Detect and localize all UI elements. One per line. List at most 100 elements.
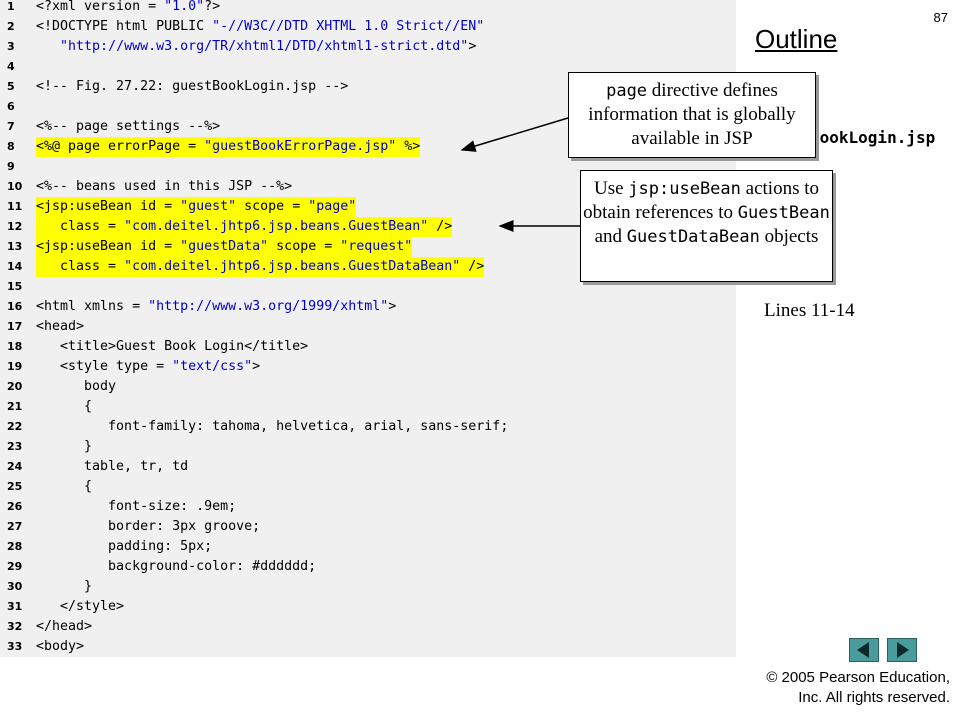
- code-text: <?xml version = "1.0"?>: [36, 0, 220, 17]
- line-number: 18: [7, 340, 23, 353]
- code-token: "guest": [180, 199, 237, 214]
- code-text: background-color: #dddddd;: [36, 557, 316, 577]
- code-text: <jsp:useBean id = "guestData" scope = "r…: [36, 237, 413, 257]
- line-number: 11: [7, 200, 23, 213]
- code-token: <head>: [36, 319, 85, 334]
- code-line: 1<?xml version = "1.0"?>: [0, 0, 736, 17]
- line-number: 15: [7, 280, 23, 293]
- code-token: <?xml version =: [36, 0, 165, 14]
- callout-code-guestdatabean: GuestDataBean: [626, 227, 760, 247]
- line-number: 2: [7, 20, 15, 33]
- code-token: border: 3px groove;: [36, 519, 261, 534]
- code-token: />: [460, 259, 485, 274]
- code-line: 21 {: [0, 397, 736, 417]
- code-line: 2 <!DOCTYPE html PUBLIC "-//W3C//DTD XHTM…: [0, 17, 736, 37]
- callout-text: and: [594, 226, 627, 247]
- line-number: 6: [7, 100, 15, 113]
- code-text: class = "com.deitel.jhtp6.jsp.beans.Gues…: [36, 257, 485, 277]
- code-line: 22 font-family: tahoma, helvetica, arial…: [0, 417, 736, 437]
- code-line: 33<body>: [0, 637, 736, 657]
- triangle-left-icon: [857, 642, 869, 658]
- callout-text: actions to obtain references to: [583, 178, 819, 223]
- line-number: 31: [7, 600, 23, 613]
- code-line: 25 {: [0, 477, 736, 497]
- code-token: "guestBookErrorPage.jsp": [204, 139, 397, 154]
- code-token: <!-- Fig. 27.22: guestBookLogin.jsp -->: [36, 79, 349, 94]
- code-text: font-family: tahoma, helvetica, arial, s…: [36, 417, 508, 437]
- code-text: "http://www.w3.org/TR/xhtml1/DTD/xhtml1-…: [36, 37, 476, 57]
- line-number: 23: [7, 440, 23, 453]
- code-token: </head>: [36, 619, 93, 634]
- code-line: 10<%-- beans used in this JSP --%>: [0, 177, 736, 197]
- line-number: 28: [7, 540, 23, 553]
- code-line: 9: [0, 157, 736, 177]
- code-text: </style>: [36, 597, 124, 617]
- code-token: <!DOCTYPE html PUBLIC: [36, 19, 213, 34]
- code-text: </head>: [36, 617, 92, 637]
- code-text: <body>: [36, 637, 84, 657]
- code-token: scope =: [236, 199, 309, 214]
- code-token: >: [252, 359, 261, 374]
- line-number: 25: [7, 480, 23, 493]
- line-number: 12: [7, 220, 23, 233]
- code-line: 26 font-size: .9em;: [0, 497, 736, 517]
- line-number: 7: [7, 120, 15, 133]
- line-number: 24: [7, 460, 23, 473]
- code-token: font-family: tahoma, helvetica, arial, s…: [36, 419, 509, 434]
- code-line: 20 body: [0, 377, 736, 397]
- prev-slide-button[interactable]: [849, 638, 879, 662]
- code-text: <%-- beans used in this JSP --%>: [36, 177, 292, 197]
- code-text: <%-- page settings --%>: [36, 117, 220, 137]
- code-token: <style type =: [36, 359, 173, 374]
- line-number: 9: [7, 160, 15, 173]
- triangle-right-icon: [897, 642, 909, 658]
- next-slide-button[interactable]: [887, 638, 917, 662]
- callout-usebean: Use jsp:useBean actions to obtain refere…: [580, 170, 833, 282]
- code-token: <%-- beans used in this JSP --%>: [36, 179, 293, 194]
- outline-title[interactable]: Outline: [755, 24, 838, 54]
- line-number: 21: [7, 400, 23, 413]
- code-line: 12 class = "com.deitel.jhtp6.jsp.beans.G…: [0, 217, 736, 237]
- filename-label: BookLogin.jsp: [810, 128, 936, 147]
- code-line: 17<head>: [0, 317, 736, 337]
- code-text: <%@ page errorPage = "guestBookErrorPage…: [36, 137, 421, 157]
- code-token: "-//W3C//DTD XHTML 1.0 Strict//EN": [212, 19, 485, 34]
- code-line: 5 <!-- Fig. 27.22: guestBookLogin.jsp -->: [0, 77, 736, 97]
- code-token: >: [468, 39, 477, 54]
- code-line: 3 "http://www.w3.org/TR/xhtml1/DTD/xhtml…: [0, 37, 736, 57]
- code-line: 32</head>: [0, 617, 736, 637]
- copyright-line-1: © 2005 Pearson Education,: [766, 669, 950, 686]
- code-line: 19 <style type = "text/css">: [0, 357, 736, 377]
- code-token: class =: [36, 259, 125, 274]
- code-token: "text/css": [172, 359, 253, 374]
- code-token: font-size: .9em;: [36, 499, 237, 514]
- line-number: 5: [7, 80, 15, 93]
- code-line: 18 <title>Guest Book Login</title>: [0, 337, 736, 357]
- code-text: {: [36, 477, 92, 497]
- code-line: 30 }: [0, 577, 736, 597]
- slide-number: 87: [933, 10, 948, 25]
- code-text: <!-- Fig. 27.22: guestBookLogin.jsp -->: [36, 77, 348, 97]
- line-number: 8: [7, 140, 15, 153]
- code-line: 4: [0, 57, 736, 77]
- copyright-notice: © 2005 Pearson Education, Inc. All right…: [766, 668, 950, 708]
- code-text: font-size: .9em;: [36, 497, 236, 517]
- code-token: <title>Guest Book Login</title>: [36, 339, 309, 354]
- line-number: 13: [7, 240, 23, 253]
- code-token: "http://www.w3.org/TR/xhtml1/DTD/xhtml1-…: [60, 39, 469, 54]
- code-token: <html xmlns =: [36, 299, 149, 314]
- code-token: padding: 5px;: [36, 539, 213, 554]
- callout-code-guestbean: GuestBean: [737, 203, 830, 223]
- code-text: class = "com.deitel.jhtp6.jsp.beans.Gues…: [36, 217, 453, 237]
- code-line: 15: [0, 277, 736, 297]
- code-text: <!DOCTYPE html PUBLIC "-//W3C//DTD XHTML…: [36, 17, 484, 37]
- line-number: 4: [7, 60, 15, 73]
- code-token: ?>: [204, 0, 221, 14]
- line-number: 19: [7, 360, 23, 373]
- code-token: "1.0": [164, 0, 205, 14]
- code-text: <title>Guest Book Login</title>: [36, 337, 308, 357]
- code-token: <jsp:useBean id =: [36, 239, 181, 254]
- code-text: table, tr, td: [36, 457, 188, 477]
- code-token: table, tr, td: [36, 459, 189, 474]
- code-text: border: 3px groove;: [36, 517, 260, 537]
